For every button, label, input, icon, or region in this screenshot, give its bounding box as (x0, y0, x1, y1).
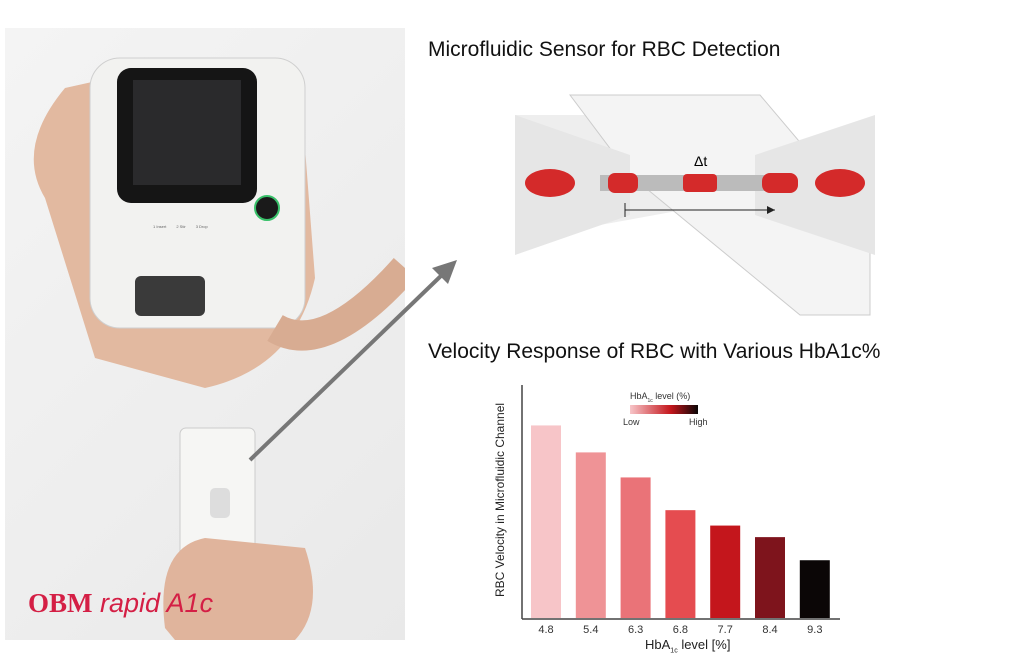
device-steps: 1 Insert 2 Stir 3 Drop (153, 224, 208, 229)
x-tick-label: 8.4 (762, 624, 778, 636)
device-photo: 1 Insert 2 Stir 3 Drop (5, 28, 417, 640)
power-button-icon (254, 195, 280, 221)
y-axis-label: RBC Velocity in Microfluidic Channel (493, 402, 507, 598)
second-hand-shape (163, 538, 313, 640)
bar-9.3 (799, 560, 830, 618)
bar-7.7 (710, 525, 741, 618)
brand-logo: OBM rapid A1c (28, 588, 213, 619)
x-tick-label: 7.7 (717, 624, 733, 636)
x-axis-label: HbA1c level [%] (645, 637, 731, 655)
sensor-title: Microfluidic Sensor for RBC Detection (428, 38, 781, 61)
rbc-cell (525, 169, 575, 197)
rbc-cell (683, 174, 717, 192)
bar-4.8 (531, 425, 561, 618)
bar-6.8 (665, 510, 696, 618)
chart-title: Velocity Response of RBC with Various Hb… (428, 340, 881, 363)
delta-t-label: Δt (694, 153, 708, 169)
device-illustration (33, 57, 417, 640)
step-3: 3 Drop (195, 224, 208, 229)
legend-title: HbA1c level (%) (630, 391, 691, 404)
x-tick-label: 5.4 (583, 624, 599, 636)
bar-8.4 (755, 537, 785, 618)
legend-gradient (630, 405, 698, 414)
legend-low: Low (623, 417, 640, 427)
x-tick-label: 6.8 (672, 624, 689, 636)
strip-slot (135, 276, 205, 316)
x-tick-label: 4.8 (538, 624, 554, 636)
legend-high: High (689, 417, 708, 427)
rbc-cell (815, 169, 865, 197)
step-2: 2 Stir (176, 224, 186, 229)
bar-6.3 (620, 477, 651, 618)
rbc-cell (608, 173, 638, 193)
bar-5.4 (575, 452, 606, 618)
microfluidic-diagram (515, 94, 875, 316)
rbc-cell (762, 173, 798, 193)
x-tick-label: 6.3 (627, 624, 644, 636)
logo-product: rapid A1c (100, 588, 214, 618)
step-1: 1 Insert (153, 224, 167, 229)
x-tick-label: 9.3 (807, 624, 823, 636)
logo-brand: OBM (28, 588, 93, 618)
